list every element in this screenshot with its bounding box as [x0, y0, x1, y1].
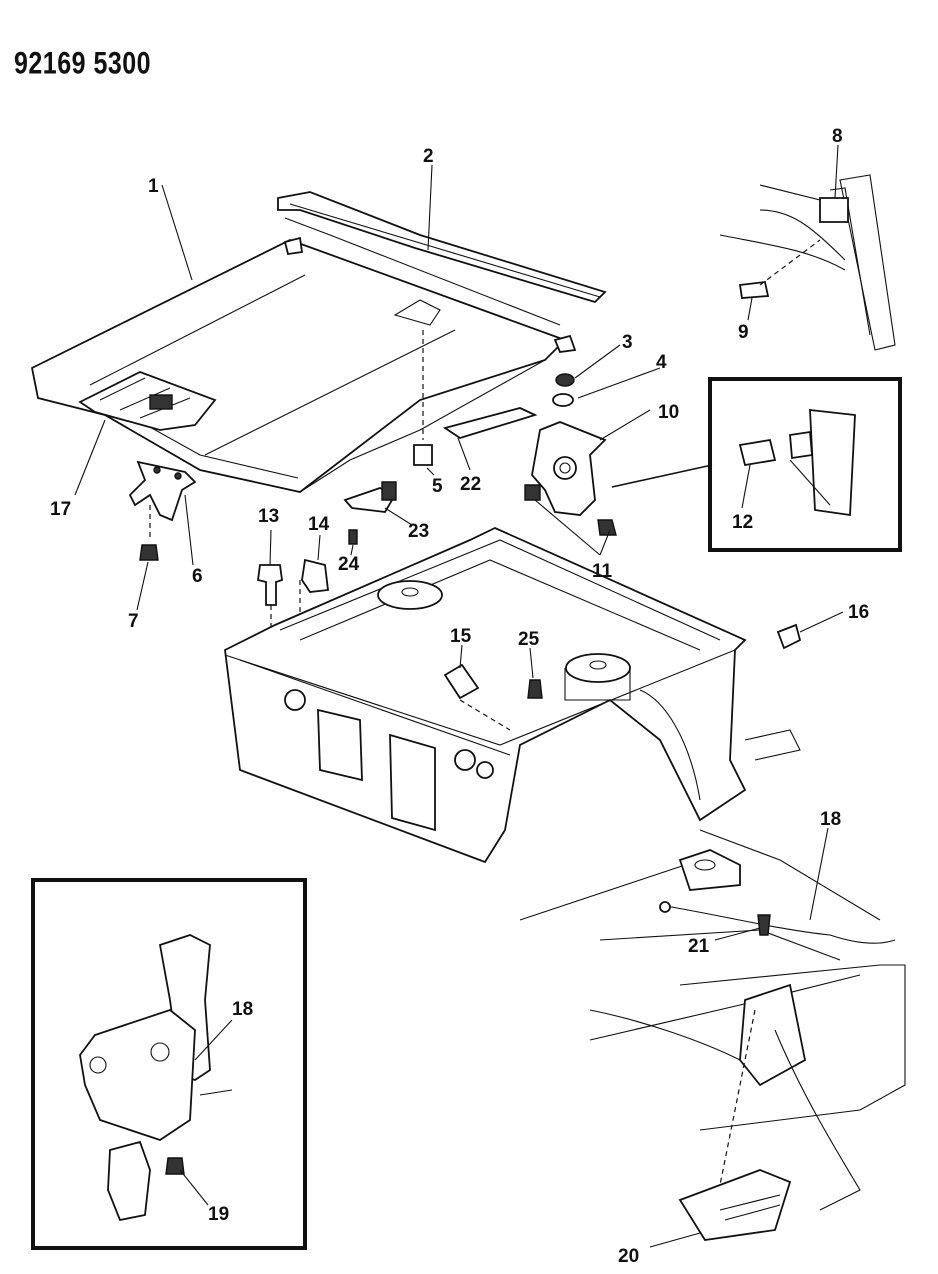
callout-6: 6	[192, 566, 203, 587]
callout-16: 16	[848, 602, 869, 623]
hood-bumpers	[413, 330, 575, 466]
callout-18a: 18	[820, 809, 841, 830]
callout-19: 19	[208, 1204, 229, 1225]
callout-labels: 1 2 3 4 5 6 7 8 9 10 11 12 13 14 15 16 1…	[50, 126, 869, 1267]
hood-panel	[30, 236, 577, 493]
callout-24: 24	[338, 554, 360, 575]
callout-5: 5	[432, 476, 443, 497]
fender-inset-view	[719, 174, 896, 351]
callout-11: 11	[592, 561, 613, 582]
hinge-bumper-detail	[738, 408, 856, 517]
callout-18b: 18	[232, 999, 253, 1020]
callout-1: 1	[148, 176, 159, 197]
front-end-body-structure	[224, 527, 801, 864]
inset-box-hinge-detail	[708, 377, 902, 552]
hood-hinge	[524, 421, 713, 536]
leader-lines	[74, 144, 844, 1248]
callout-8: 8	[832, 126, 843, 147]
callout-12: 12	[732, 512, 753, 533]
callout-20: 20	[618, 1246, 639, 1267]
callout-4: 4	[656, 352, 667, 373]
callout-10: 10	[658, 402, 679, 423]
inset-box-cable-bracket	[31, 878, 307, 1250]
callout-3: 3	[622, 332, 633, 353]
callout-21: 21	[688, 936, 710, 957]
bracket-and-screw	[343, 481, 397, 545]
callout-14: 14	[308, 514, 330, 535]
callout-9: 9	[738, 322, 749, 343]
latch-and-fasteners	[443, 623, 802, 731]
diagram-code: 92169 5300	[14, 46, 152, 81]
cowl-seal	[277, 191, 607, 326]
hood-insulator-pad	[442, 407, 538, 439]
callout-17: 17	[50, 499, 71, 520]
callout-22: 22	[460, 474, 481, 495]
hood-latch-striker	[128, 460, 197, 561]
callout-7: 7	[128, 611, 139, 632]
callout-23: 23	[408, 521, 429, 542]
cable-bracket-detail	[79, 934, 233, 1222]
callout-2: 2	[423, 146, 434, 167]
callout-15: 15	[450, 626, 472, 647]
callout-13: 13	[258, 506, 279, 527]
release-cable-view	[519, 829, 906, 1241]
callout-25: 25	[518, 629, 540, 650]
